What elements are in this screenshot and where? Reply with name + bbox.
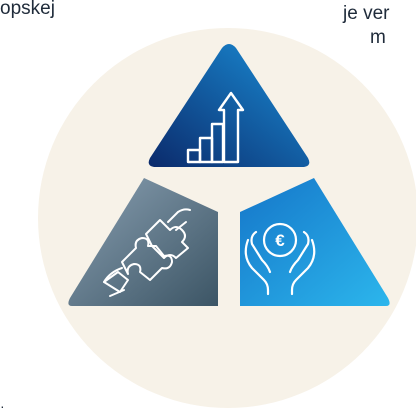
text-fragment-right-top: je ver bbox=[343, 3, 390, 24]
triangle-bottom-right bbox=[240, 178, 390, 306]
circle-background bbox=[38, 28, 416, 408]
euro-symbol-icon: € bbox=[275, 231, 285, 250]
text-fragment-bottom-left: · bbox=[0, 398, 5, 414]
text-fragment-right-second: m bbox=[370, 27, 386, 48]
text-fragment-left: opskej bbox=[0, 0, 55, 19]
growth-chart-arrow-icon bbox=[186, 91, 245, 164]
puzzle-hands-icon bbox=[103, 208, 191, 297]
euro-coin-hands-icon bbox=[244, 222, 316, 296]
triangle-top bbox=[148, 44, 310, 167]
